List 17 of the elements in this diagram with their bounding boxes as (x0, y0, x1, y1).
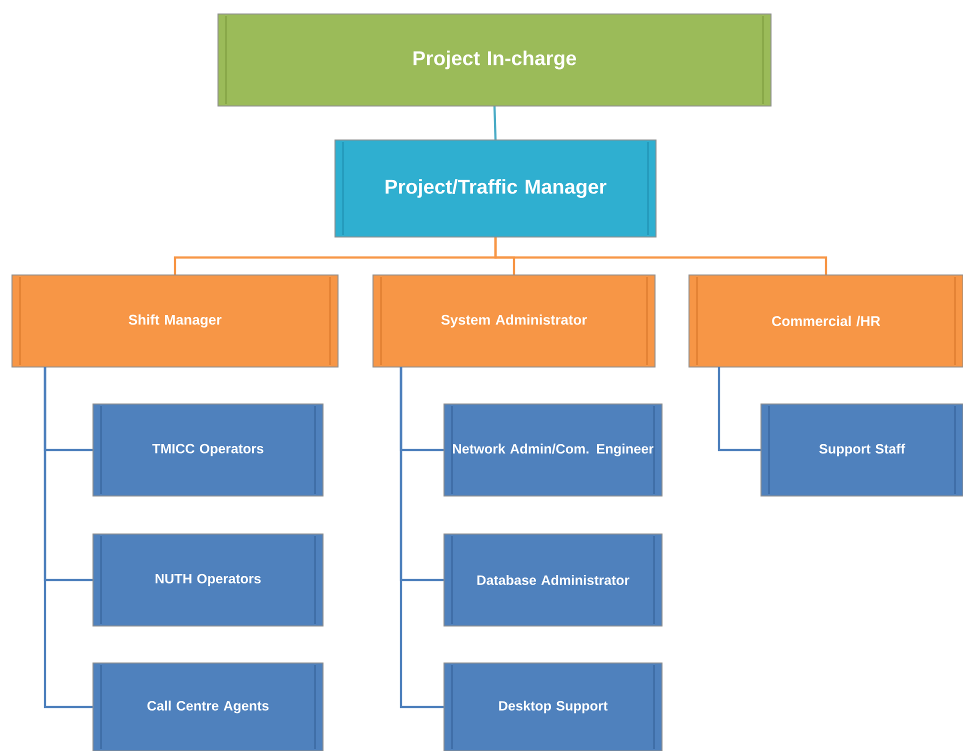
role-box: Database Administrator (444, 534, 662, 626)
role-box: Network Admin/Com. Engineer (444, 404, 662, 496)
role-box: Desktop Support (444, 662, 662, 751)
connector-line (494, 238, 828, 274)
manager-box: Project/Traffic Manager (334, 140, 656, 238)
department-box: Commercial /HR (688, 274, 963, 368)
role-box: NUTH Operators (92, 534, 324, 626)
department-box: Shift Manager (12, 274, 338, 368)
connector-line (493, 106, 497, 140)
role-box: Support Staff (760, 404, 963, 496)
department-box: System Administrator (372, 274, 656, 368)
connector-line (44, 367, 92, 708)
connector-line (400, 367, 444, 708)
title-box: Project In-charge (218, 14, 772, 106)
connector-line (718, 367, 760, 452)
role-box: Call Centre Agents (92, 662, 324, 751)
role-box: TMICC Operators (92, 404, 324, 496)
